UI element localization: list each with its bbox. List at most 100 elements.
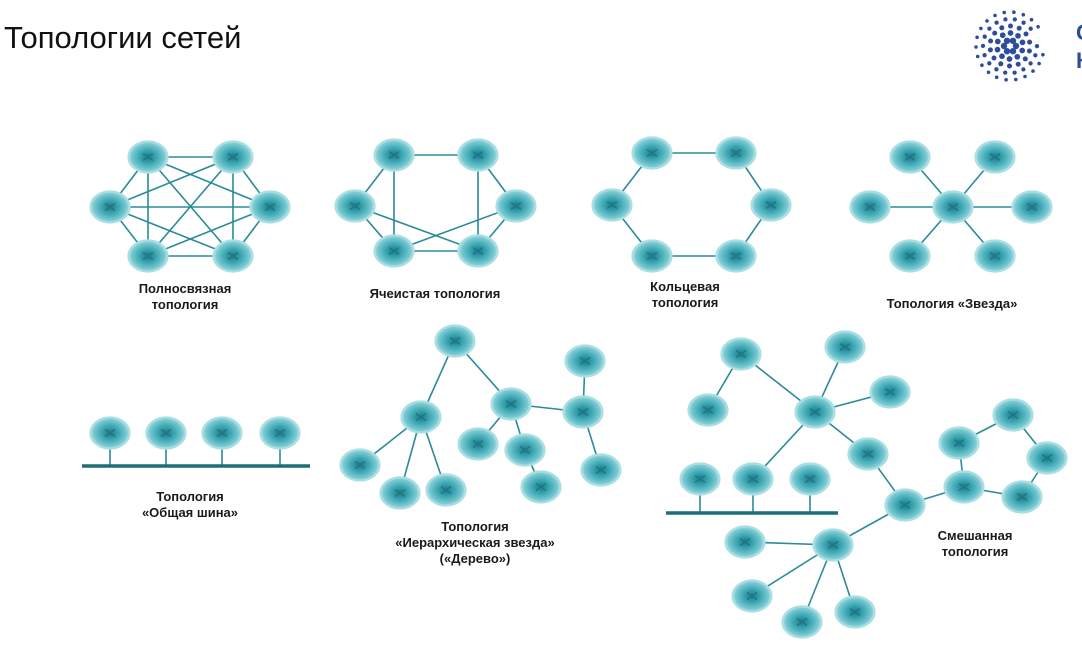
logo-dot (1015, 61, 1021, 67)
network-node (847, 437, 889, 471)
network-node (932, 190, 974, 224)
logo-dot (1026, 48, 1032, 54)
logo-dot (1016, 25, 1022, 31)
logo-dot (994, 67, 999, 72)
network-node (457, 138, 499, 172)
network-node (781, 605, 823, 639)
network-node (731, 579, 773, 613)
caption-star: Топология «Звезда» (852, 296, 1052, 312)
network-node (943, 470, 985, 504)
logo-dot (1000, 42, 1008, 50)
network-node (1011, 190, 1053, 224)
logo-dot (1007, 30, 1014, 36)
link-line (147, 206, 271, 257)
caption-line: Топология «Звезда» (886, 296, 1018, 311)
logo-dot (987, 61, 992, 66)
logo-dot (992, 30, 998, 36)
logo-dot (1009, 37, 1017, 44)
network-node (889, 140, 931, 174)
logo-dot (975, 54, 980, 59)
network-node (89, 190, 131, 224)
network-node (789, 462, 831, 496)
logo-dot (1027, 39, 1033, 45)
logo-dot (991, 55, 997, 61)
network-node (591, 188, 633, 222)
logo: СК (972, 0, 1082, 100)
network-node (562, 395, 604, 429)
caption-line: «Общая шина» (141, 505, 239, 520)
logo-dot (1031, 69, 1035, 73)
link-line (109, 156, 234, 208)
logo-dot (1012, 70, 1017, 75)
logo-dot (980, 63, 984, 67)
network-node (580, 453, 622, 487)
network-node (1001, 480, 1043, 514)
network-node (631, 136, 673, 170)
network-node (992, 398, 1034, 432)
logo-dot (1023, 31, 1029, 37)
logo-dot (1003, 37, 1011, 44)
logo-dot (982, 53, 987, 58)
network-node (631, 239, 673, 273)
network-node (750, 188, 792, 222)
network-node (339, 448, 381, 482)
logo-dot (1014, 77, 1018, 82)
logo-dot (1036, 25, 1040, 29)
logo-dot (998, 61, 1004, 67)
logo-dot (1028, 61, 1033, 66)
network-node (373, 234, 415, 268)
page-title: Топологии сетей (4, 20, 242, 55)
caption-line: топология (941, 544, 1009, 559)
network-node (732, 462, 774, 496)
network-node (89, 416, 131, 450)
network-node (212, 140, 254, 174)
network-node (889, 239, 931, 273)
logo-dot (986, 70, 991, 75)
logo-dot (1034, 43, 1040, 49)
network-node (679, 462, 721, 496)
network-node (938, 426, 980, 460)
network-node (1026, 441, 1068, 475)
logo-dot (1008, 23, 1013, 29)
caption-line: Ячеистая топология (369, 286, 501, 301)
logo-dot (980, 43, 986, 49)
network-node (457, 234, 499, 268)
logo-dot (1003, 17, 1008, 22)
logo-dot (975, 35, 979, 40)
network-node (720, 337, 762, 371)
logo-dot (1012, 17, 1017, 22)
logo-dot (1014, 53, 1021, 60)
logo-letter: К (1076, 48, 1082, 73)
logo-dot (1003, 48, 1011, 55)
logo-dot (1012, 10, 1016, 14)
logo-dot (1019, 47, 1026, 54)
caption-bus: Топология «Общая шина» (120, 489, 260, 521)
network-node (724, 525, 766, 559)
link-line (393, 205, 517, 252)
logo-dot (1041, 52, 1045, 57)
logo-dot (1015, 32, 1021, 39)
logo-dot (999, 25, 1005, 31)
caption-line: топология (151, 297, 219, 312)
logo-dot (1012, 42, 1020, 50)
network-node (974, 140, 1016, 174)
link-line (354, 205, 479, 252)
network-node (849, 190, 891, 224)
logo-dot (1009, 48, 1017, 55)
logo-dot (985, 19, 989, 23)
logo-dot (994, 38, 1001, 45)
link-line (109, 206, 234, 257)
logo-dot (1004, 78, 1008, 82)
network-node (504, 433, 546, 467)
caption-mesh: Ячеистая топология (330, 286, 540, 302)
network-node (334, 189, 376, 223)
network-node (145, 416, 187, 450)
logo-dot (999, 53, 1005, 60)
logo-dot (988, 38, 994, 44)
network-node (212, 239, 254, 273)
logo-dot (994, 46, 1001, 53)
network-node (834, 595, 876, 629)
logo-dot (1021, 67, 1026, 72)
network-node (425, 473, 467, 507)
